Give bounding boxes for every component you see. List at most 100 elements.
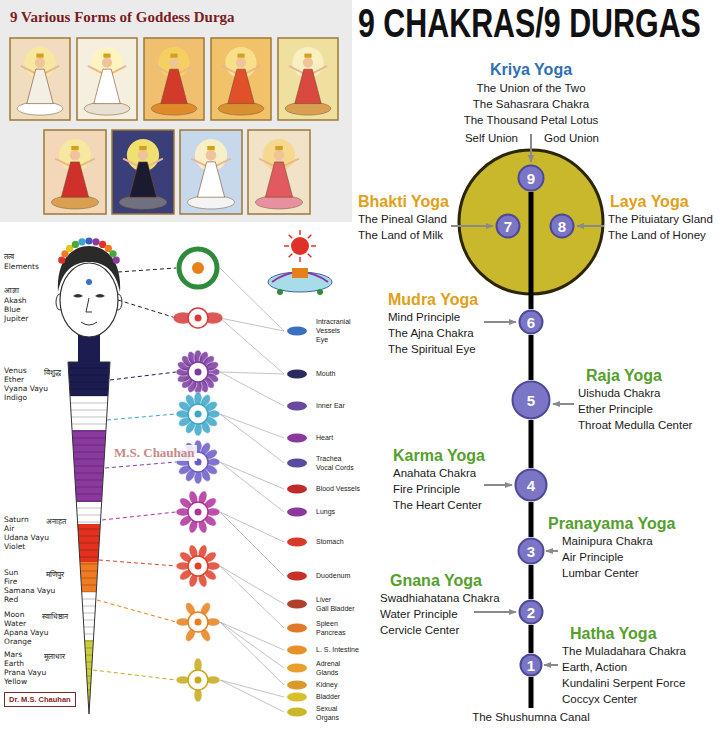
yoga-heading: Raja Yoga: [586, 366, 662, 385]
sun-symbol: [291, 237, 309, 255]
chakra-description: Throat Medulla Center: [578, 419, 692, 433]
yoga-heading: Mudra Yoga: [388, 290, 478, 309]
element-label: Fire: [4, 577, 17, 586]
organ-label: Gall Bladder: [316, 605, 355, 613]
chakra-description: Swadhiahatana Chakra: [380, 592, 500, 606]
chakra-number-circle: 3: [517, 537, 545, 565]
vertebra-line: [60, 529, 120, 530]
vertebra-line: [60, 662, 120, 663]
chakra-description: Earth, Action: [562, 661, 627, 675]
element-label: Udana Vayu: [4, 533, 49, 542]
chakra-description: The Muladahara Chakra: [562, 645, 686, 659]
leader-line: [220, 462, 284, 512]
crown-chakra: [99, 241, 106, 248]
vertebra-line: [60, 368, 120, 711]
shushumna-canal-line: [529, 192, 534, 309]
organ-icon: [287, 681, 307, 690]
chakra-description: The Sahasrara Chakra: [473, 98, 589, 112]
sun-symbol: [284, 230, 316, 262]
crown-chakra: [85, 237, 92, 244]
durga-painting: [278, 38, 338, 120]
element-label: अनाहत: [46, 517, 66, 526]
chakra-description: Coccyx Center: [562, 693, 637, 707]
vertebra-line: [60, 522, 120, 523]
vertebra-line: [60, 494, 120, 495]
durga-painting: [103, 54, 110, 58]
chakra-description: Anahata Chakra: [393, 467, 476, 481]
chakra-description: The Pituiatary Gland: [608, 213, 713, 227]
sun-symbol: [277, 289, 283, 295]
durga-painting: [211, 38, 271, 120]
organ-label: Organs: [316, 714, 339, 722]
durga-painting: [44, 130, 106, 214]
durga-painting: [129, 162, 156, 197]
pointer-arrow: [484, 321, 516, 323]
element-label: Akash: [4, 296, 27, 305]
durga-painting: [102, 58, 112, 68]
organ-icon: [287, 708, 307, 717]
durga-painting: [139, 146, 146, 150]
durga-painting: [197, 162, 224, 197]
durga-painting: [278, 38, 338, 120]
sun-symbol: [317, 289, 323, 295]
durga-painting: [17, 102, 63, 115]
chakra-number-circle: 4: [514, 468, 548, 502]
chakra-symbol: [173, 249, 223, 702]
pointer-arrow: [530, 134, 532, 162]
vertebra-line: [60, 459, 120, 460]
sun-symbol: [292, 268, 308, 278]
vertebra-line: [60, 606, 120, 607]
head: [81, 322, 97, 325]
head: [86, 279, 92, 285]
chakra-symbol: [195, 411, 202, 418]
organ-label: Eye: [316, 336, 328, 344]
chakra-symbol: [188, 670, 208, 690]
organ-icon: [287, 624, 307, 633]
chakra-description: Mind Principle: [388, 311, 460, 325]
shushumna-line: [529, 677, 534, 708]
chakra-symbol: [188, 362, 208, 382]
chakra-description: Mainipura Chakra: [562, 535, 653, 549]
vertebra-line: [60, 501, 120, 502]
leader-line: [105, 462, 176, 468]
organ-icon: [287, 402, 307, 411]
leader-line: [220, 566, 284, 628]
circle-outline: [551, 215, 574, 238]
durga-painting: [10, 38, 70, 120]
durga-painting: [119, 196, 166, 209]
chakra-symbol: [195, 315, 202, 322]
chakra-description: Kundalini Serpent Force: [562, 677, 685, 691]
organ-icon: [287, 646, 307, 655]
yoga-heading: Bhakti Yoga: [358, 192, 449, 211]
chakra-number-circle: 9: [517, 164, 545, 192]
leader-line: [220, 680, 284, 712]
shushumna-canal-line: [529, 420, 534, 468]
chakra-description: Self Union: [465, 132, 518, 146]
organ-label: Vessels: [316, 327, 340, 335]
durga-painting: [170, 54, 177, 58]
leader-line: [220, 566, 284, 604]
vertebra-line: [60, 480, 120, 481]
durga-painting: [228, 69, 254, 103]
chakra-description: The Shushumna Canal: [472, 711, 590, 725]
chakra-symbol: [176, 601, 220, 643]
yoga-heading: Laya Yoga: [610, 192, 689, 211]
leader-line: [220, 622, 284, 685]
circle-outline: [520, 601, 543, 624]
yoga-heading: Karma Yoga: [393, 446, 485, 465]
durga-painting: [265, 162, 292, 197]
organ-label: Heart: [316, 434, 333, 442]
chakra-description: Lumbar Center: [562, 567, 639, 581]
element-label: Moon: [4, 610, 24, 619]
sun-symbol: [268, 230, 332, 295]
organ-icon: [287, 508, 307, 517]
durga-painting: [180, 130, 242, 214]
element-label: मूलाधार: [44, 652, 65, 661]
leader-line: [110, 372, 176, 380]
chakra-symbol: [195, 369, 202, 376]
vertebra-line: [60, 466, 120, 467]
chakra-number: 9: [527, 171, 535, 186]
vertebra-line: [60, 431, 120, 432]
